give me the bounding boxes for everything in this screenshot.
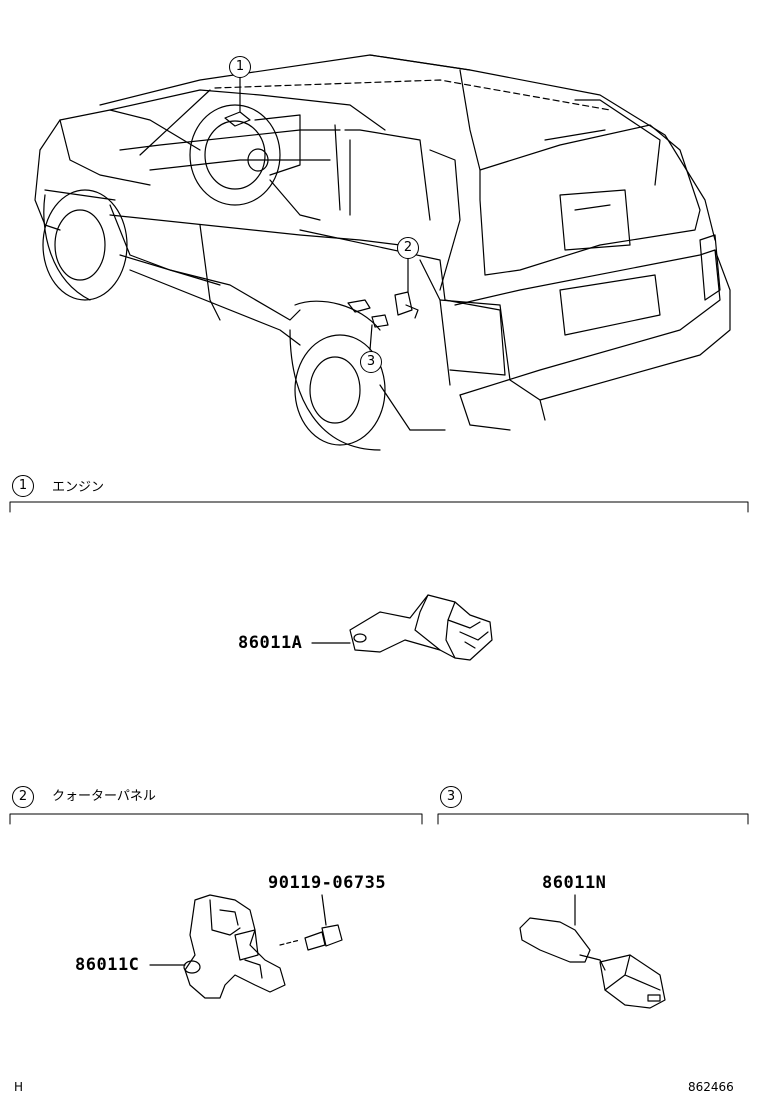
section-1-number: 1 (12, 475, 34, 497)
part-86011C-drawing (149, 894, 286, 999)
footer-left-mark: H (14, 1080, 24, 1094)
part-label-86011C: 86011C (75, 955, 140, 975)
part-label-86011N: 86011N (542, 873, 607, 893)
section-2-bracket (9, 813, 423, 825)
section-brackets (9, 501, 749, 825)
callout-1: 1 (229, 56, 251, 78)
section-3-number: 3 (440, 786, 462, 808)
part-86011A-drawing (311, 594, 493, 661)
part-label-90119-06735: 90119-06735 (268, 873, 387, 893)
diagram-number: 862466 (688, 1080, 734, 1094)
section-3-bracket (437, 813, 749, 825)
vehicle-illustration (34, 54, 731, 451)
section-1-bracket (9, 501, 749, 513)
bolt-90119-drawing (279, 894, 343, 951)
section-1-title: エンジン (52, 480, 105, 495)
part-86011N-drawing (519, 894, 666, 1009)
section-2-title: クォーターパネル (52, 789, 156, 804)
callout-3: 3 (360, 351, 382, 373)
section-2-number: 2 (12, 786, 34, 808)
callout-2: 2 (397, 237, 419, 259)
part-label-86011A: 86011A (238, 633, 303, 653)
